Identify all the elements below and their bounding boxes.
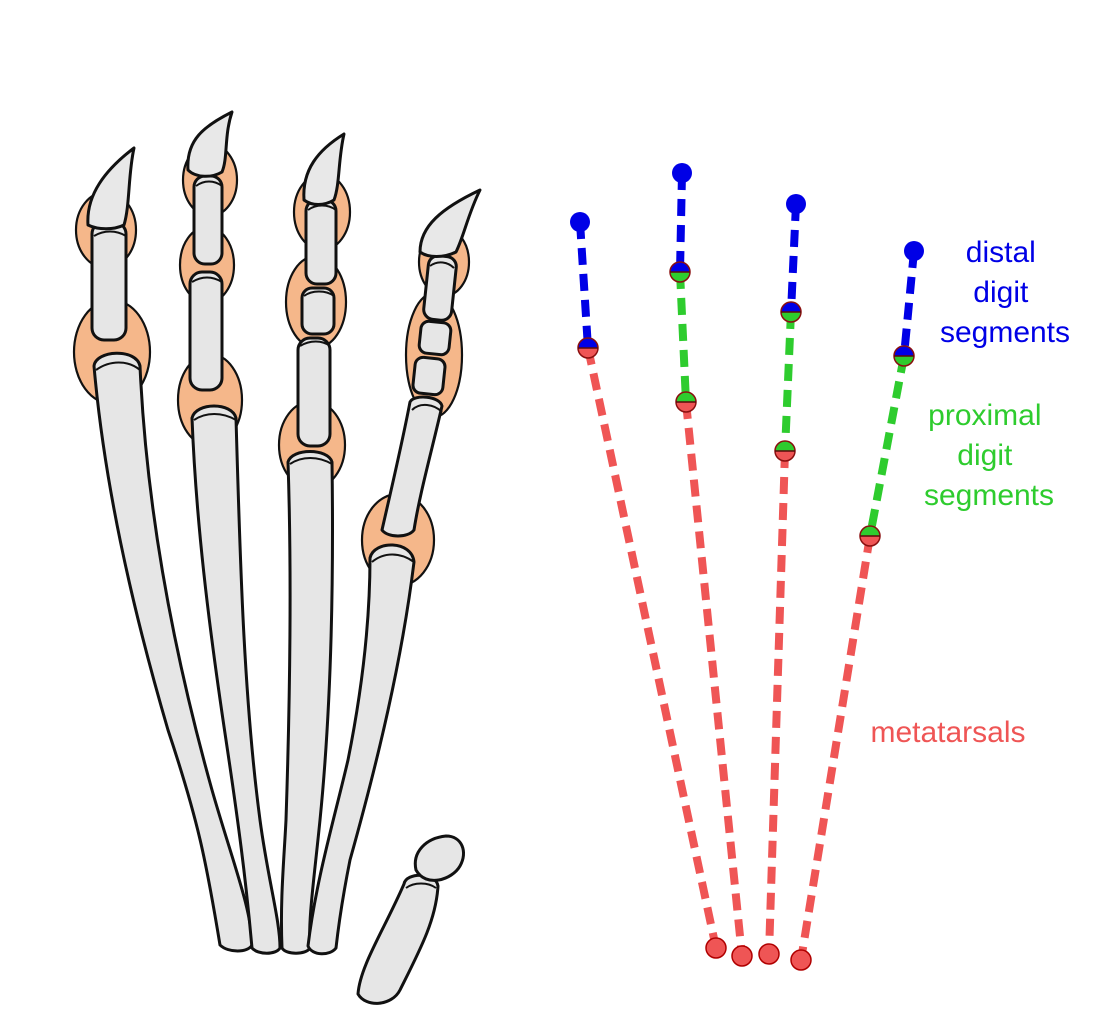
phalanx-bone [422, 254, 458, 322]
joint-node [859, 525, 881, 547]
base-node [790, 949, 812, 971]
joint-node [577, 337, 599, 359]
joint-node [780, 301, 802, 323]
distal-label: distal digit segments [940, 236, 1070, 349]
segment-line [866, 355, 908, 537]
digit-2 [186, 110, 234, 392]
joint-cap [303, 290, 335, 297]
joint-node-bottom [578, 348, 598, 358]
digit-1 [86, 146, 136, 342]
proximal-label-line: proximal [928, 399, 1041, 432]
claw [418, 188, 482, 258]
segment-line [584, 347, 720, 949]
joint-node [675, 391, 697, 413]
tip-node [904, 241, 924, 261]
joint-cap [93, 230, 127, 237]
proximal-label-line: digit [957, 439, 1013, 472]
segment-line [900, 250, 918, 357]
proximal-label: proximal digit segments [924, 399, 1054, 512]
joint-node-top [676, 392, 696, 402]
joint-node-top [578, 338, 598, 348]
claw [86, 146, 136, 231]
segment-line [787, 203, 800, 313]
joint-cap [193, 413, 237, 421]
joint-node [774, 440, 796, 462]
phalanx-bone [304, 198, 338, 286]
claw [302, 132, 346, 206]
joint-node-bottom [860, 536, 880, 546]
joint-cap [195, 180, 223, 187]
base-node [731, 945, 753, 967]
legend-labels: distal digit segments proximal digit seg… [870, 236, 1070, 749]
segment-schematic [570, 163, 924, 971]
joint-node-bottom [775, 451, 795, 461]
dewclaw-bone [356, 873, 440, 1005]
phalanx-bone [90, 220, 128, 342]
joint-cap [191, 276, 223, 283]
joint-cap [289, 457, 333, 465]
phalanx-bone [411, 355, 447, 397]
joint-cap [307, 204, 337, 211]
phalanx-bone [300, 286, 336, 336]
segment-line [797, 535, 874, 961]
joint-node-top [781, 302, 801, 312]
joint-node-bottom [670, 272, 690, 282]
phalanx-bone [417, 319, 453, 357]
dewclaw [356, 834, 465, 1005]
joint-nodes [570, 163, 924, 971]
joint-cap [411, 404, 443, 413]
joint-cap [371, 553, 415, 563]
joint-node-bottom [781, 312, 801, 322]
joint-cap [95, 361, 141, 371]
joint-node-bottom [894, 356, 914, 366]
segment-line [676, 172, 686, 273]
segment-line [682, 401, 746, 957]
distal-label-line: segments [940, 316, 1070, 349]
proximal-label-line: segments [924, 479, 1054, 512]
phalanx-bone [188, 270, 224, 392]
joint-node [669, 261, 691, 283]
tip-node [672, 163, 692, 183]
base-node [758, 943, 780, 965]
digit-3 [296, 132, 346, 448]
segment-line [576, 221, 592, 349]
joint-node [893, 345, 915, 367]
bone-illustration [72, 110, 482, 1005]
dewclaw-tip [413, 834, 465, 882]
metatarsal-bone [306, 543, 416, 956]
phalanx-bone [296, 336, 332, 448]
metatarsal-bones [92, 351, 416, 956]
tip-node [570, 212, 590, 232]
segment-line [781, 311, 795, 452]
distal-label-line: distal [966, 236, 1036, 269]
metatarsal-label: metatarsals [870, 716, 1025, 749]
joint-node-top [670, 262, 690, 272]
segment-line [676, 271, 690, 403]
metatarsal-label-line: metatarsals [870, 716, 1025, 749]
joint-cap [299, 340, 331, 347]
joint-cap [405, 882, 437, 889]
distal-label-line: digit [973, 276, 1029, 309]
joint-node-top [860, 526, 880, 536]
joint-node-top [894, 346, 914, 356]
claw [186, 110, 234, 178]
joint-cap [429, 261, 455, 269]
phalanx-bone [192, 174, 224, 266]
metatarsal-bone [190, 404, 282, 955]
base-node [705, 937, 727, 959]
joint-node-top [775, 441, 795, 451]
phalanx-bone [380, 395, 444, 538]
digit-4 [380, 188, 482, 538]
tip-node [786, 194, 806, 214]
segment-line [765, 450, 789, 955]
segment-lines [576, 172, 918, 961]
joint-node-bottom [676, 402, 696, 412]
